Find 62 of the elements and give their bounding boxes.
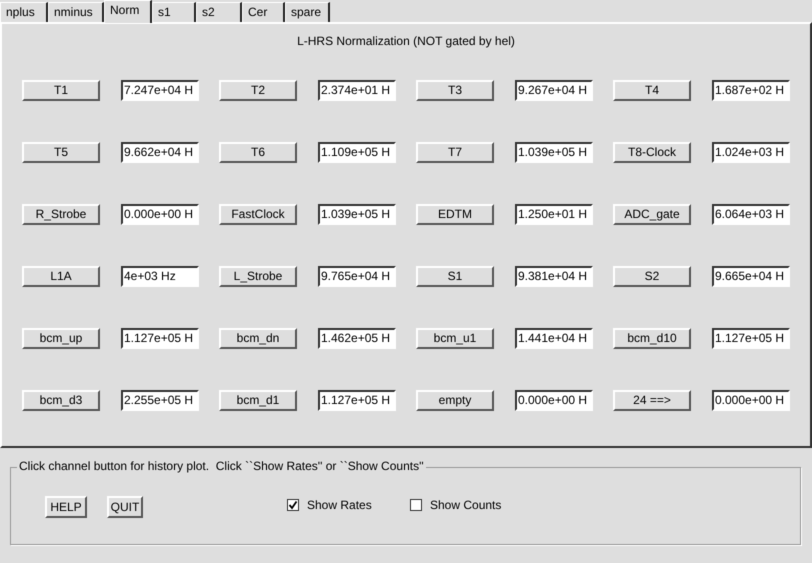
- rate-field: 4e+03 Hz: [121, 266, 199, 287]
- rate-field: 1.127e+05 H: [318, 390, 396, 411]
- rate-field: 9.267e+04 H: [515, 80, 593, 101]
- channel-button: 24 ==>: [613, 390, 691, 411]
- rate-field: 1.687e+02 H: [712, 80, 790, 101]
- channel-button: FastClock: [219, 204, 297, 225]
- channel-button: L_Strobe: [219, 266, 297, 287]
- channel-button: T4: [613, 80, 691, 101]
- tab: Norm: [104, 0, 152, 23]
- checkbox-label: Show Counts: [430, 498, 502, 512]
- rate-field: 0.000e+00 H: [121, 204, 199, 225]
- rate-field: 1.109e+05 H: [318, 142, 396, 163]
- panel-title: L-HRS Normalization (NOT gated by hel): [296, 34, 516, 48]
- rate-field: 1.024e+03 H: [712, 142, 790, 163]
- rate-field: 1.441e+04 H: [515, 328, 593, 349]
- rate-field: 9.665e+04 H: [712, 266, 790, 287]
- rate-field: 6.064e+03 H: [712, 204, 790, 225]
- rate-field: 1.127e+05 H: [712, 328, 790, 349]
- channel-button: R_Strobe: [22, 204, 100, 225]
- rate-field: 0.000e+00 H: [712, 390, 790, 411]
- tab: nminus: [48, 2, 104, 23]
- tab: s2: [196, 2, 242, 23]
- rate-field: 1.039e+05 H: [515, 142, 593, 163]
- channel-button: bcm_d1: [219, 390, 297, 411]
- tab: nplus: [0, 2, 48, 23]
- rate-field: 2.255e+05 H: [121, 390, 199, 411]
- channel-button: T6: [219, 142, 297, 163]
- rate-field: 1.250e+01 H: [515, 204, 593, 225]
- frame-title: Click channel button for history plot. Click ``Show Rates'' or ``Show Counts'': [17, 459, 426, 473]
- rate-field: 1.462e+05 H: [318, 328, 396, 349]
- channel-button: bcm_dn: [219, 328, 297, 349]
- channel-button: bcm_u1: [416, 328, 494, 349]
- channel-button: T3: [416, 80, 494, 101]
- rate-field: 9.765e+04 H: [318, 266, 396, 287]
- tab-panel: [0, 22, 812, 448]
- rate-field: 9.662e+04 H: [121, 142, 199, 163]
- channel-button: bcm_d3: [22, 390, 100, 411]
- rate-field: 2.374e+01 H: [318, 80, 396, 101]
- channel-button: S2: [613, 266, 691, 287]
- channel-button: S1: [416, 266, 494, 287]
- tab: spare: [285, 2, 330, 23]
- channel-button: L1A: [22, 266, 100, 287]
- channel-button: empty: [416, 390, 494, 411]
- channel-button: ADC_gate: [613, 204, 691, 225]
- action-button: QUIT: [107, 496, 143, 518]
- channel-button: EDTM: [416, 204, 494, 225]
- channel-button: T7: [416, 142, 494, 163]
- tab: s1: [152, 2, 196, 23]
- tab: Cer: [242, 2, 285, 23]
- channel-button: T1: [22, 80, 100, 101]
- channel-button: T8-Clock: [613, 142, 691, 163]
- rate-field: 0.000e+00 H: [515, 390, 593, 411]
- channel-button: T5: [22, 142, 100, 163]
- rate-field: 1.039e+05 H: [318, 204, 396, 225]
- channel-button: T2: [219, 80, 297, 101]
- channel-button: bcm_d10: [613, 328, 691, 349]
- rate-field: 9.381e+04 H: [515, 266, 593, 287]
- action-button: HELP: [45, 496, 87, 518]
- rate-field: 7.247e+04 H: [121, 80, 199, 101]
- channel-button: bcm_up: [22, 328, 100, 349]
- rate-field: 1.127e+05 H: [121, 328, 199, 349]
- checkbox-label: Show Rates: [307, 498, 372, 512]
